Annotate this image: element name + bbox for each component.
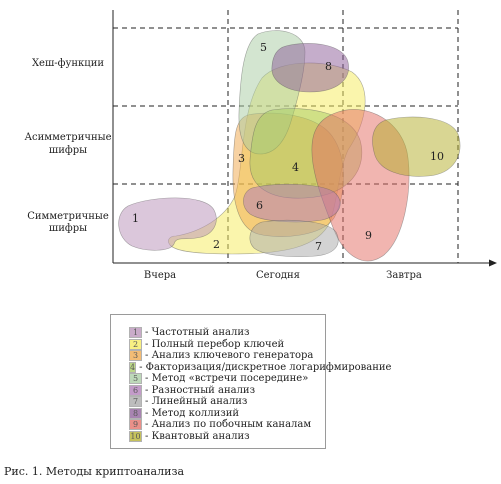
region-6-number: 6 <box>256 199 263 212</box>
legend-swatch: 6 <box>129 384 142 396</box>
legend-swatch: 3 <box>129 350 142 362</box>
region-2-number: 2 <box>213 238 220 251</box>
figure-caption: Рис. 1. Методы криптоанализа <box>4 465 184 478</box>
legend-swatch: 9 <box>129 419 142 431</box>
region-10-number: 10 <box>430 150 444 163</box>
region-9-number: 9 <box>365 229 372 242</box>
region-6 <box>243 183 341 223</box>
region-8-number: 8 <box>325 60 332 73</box>
legend: 1 - Частотный анализ 2 - Полный перебор … <box>110 314 392 449</box>
legend-swatch: 1 <box>129 327 142 339</box>
region-1-number: 1 <box>132 212 139 225</box>
region-1 <box>118 197 217 251</box>
legend-label: Факторизация/дискретное логарифмирование <box>145 361 392 373</box>
legend-label: Полный перебор ключей <box>151 338 285 350</box>
legend-swatch: 7 <box>129 396 142 408</box>
region-5-number: 5 <box>260 41 267 54</box>
legend-item: 4 - Факторизация/дискретное логарифмиров… <box>129 361 392 373</box>
column-label-yesterday: Вчера <box>144 270 176 281</box>
legend-item: 1 - Частотный анализ <box>129 327 325 339</box>
legend-label: Линейный анализ <box>151 396 248 408</box>
legend-label: Анализ ключевого генератора <box>151 350 314 362</box>
region-8 <box>271 43 349 93</box>
legend-label: Квантовый анализ <box>151 430 250 442</box>
legend-item: 2 - Полный перебор ключей <box>129 338 325 351</box>
column-label-today: Сегодня <box>256 270 300 281</box>
column-labels: Вчера Сегодня Завтра <box>144 270 422 281</box>
axes <box>112 10 497 267</box>
legend-swatch: 4 <box>129 361 137 373</box>
region-7 <box>249 220 339 258</box>
legend-item: 10 - Квантовый анализ <box>129 430 250 442</box>
legend-swatch: 10 <box>129 430 142 442</box>
region-numbers: 1 2 3 4 5 6 7 8 9 10 <box>132 41 444 253</box>
legend-label: Метод коллизий <box>151 407 240 419</box>
region-7-number: 7 <box>315 240 322 253</box>
row-label-hash: Хеш-функции <box>32 58 104 69</box>
column-label-tomorrow: Завтра <box>386 270 422 281</box>
legend-item: 6 - Разностный анализ <box>129 384 325 397</box>
legend-label: Частотный анализ <box>151 327 250 339</box>
legend-swatch: 8 <box>129 407 142 419</box>
region-10 <box>372 116 461 177</box>
legend-swatch: 5 <box>129 373 142 385</box>
legend-item: 5 - Метод «встречи посередине» <box>129 373 325 385</box>
region-4-number: 4 <box>292 161 299 174</box>
legend-item: 3 - Анализ ключевого генератора <box>129 350 325 362</box>
legend-item: 9 - Анализ по побочным каналам <box>129 419 325 431</box>
legend-swatch: 2 <box>129 338 142 350</box>
legend-label: Метод «встречи посередине» <box>151 373 309 385</box>
legend-item: 8 - Метод коллизий <box>129 407 325 420</box>
legend-label: Разностный анализ <box>151 384 256 396</box>
region-3-number: 3 <box>238 152 245 165</box>
legend-item: 7 - Линейный анализ <box>129 396 325 408</box>
legend-label: Анализ по побочным каналам <box>151 419 312 431</box>
